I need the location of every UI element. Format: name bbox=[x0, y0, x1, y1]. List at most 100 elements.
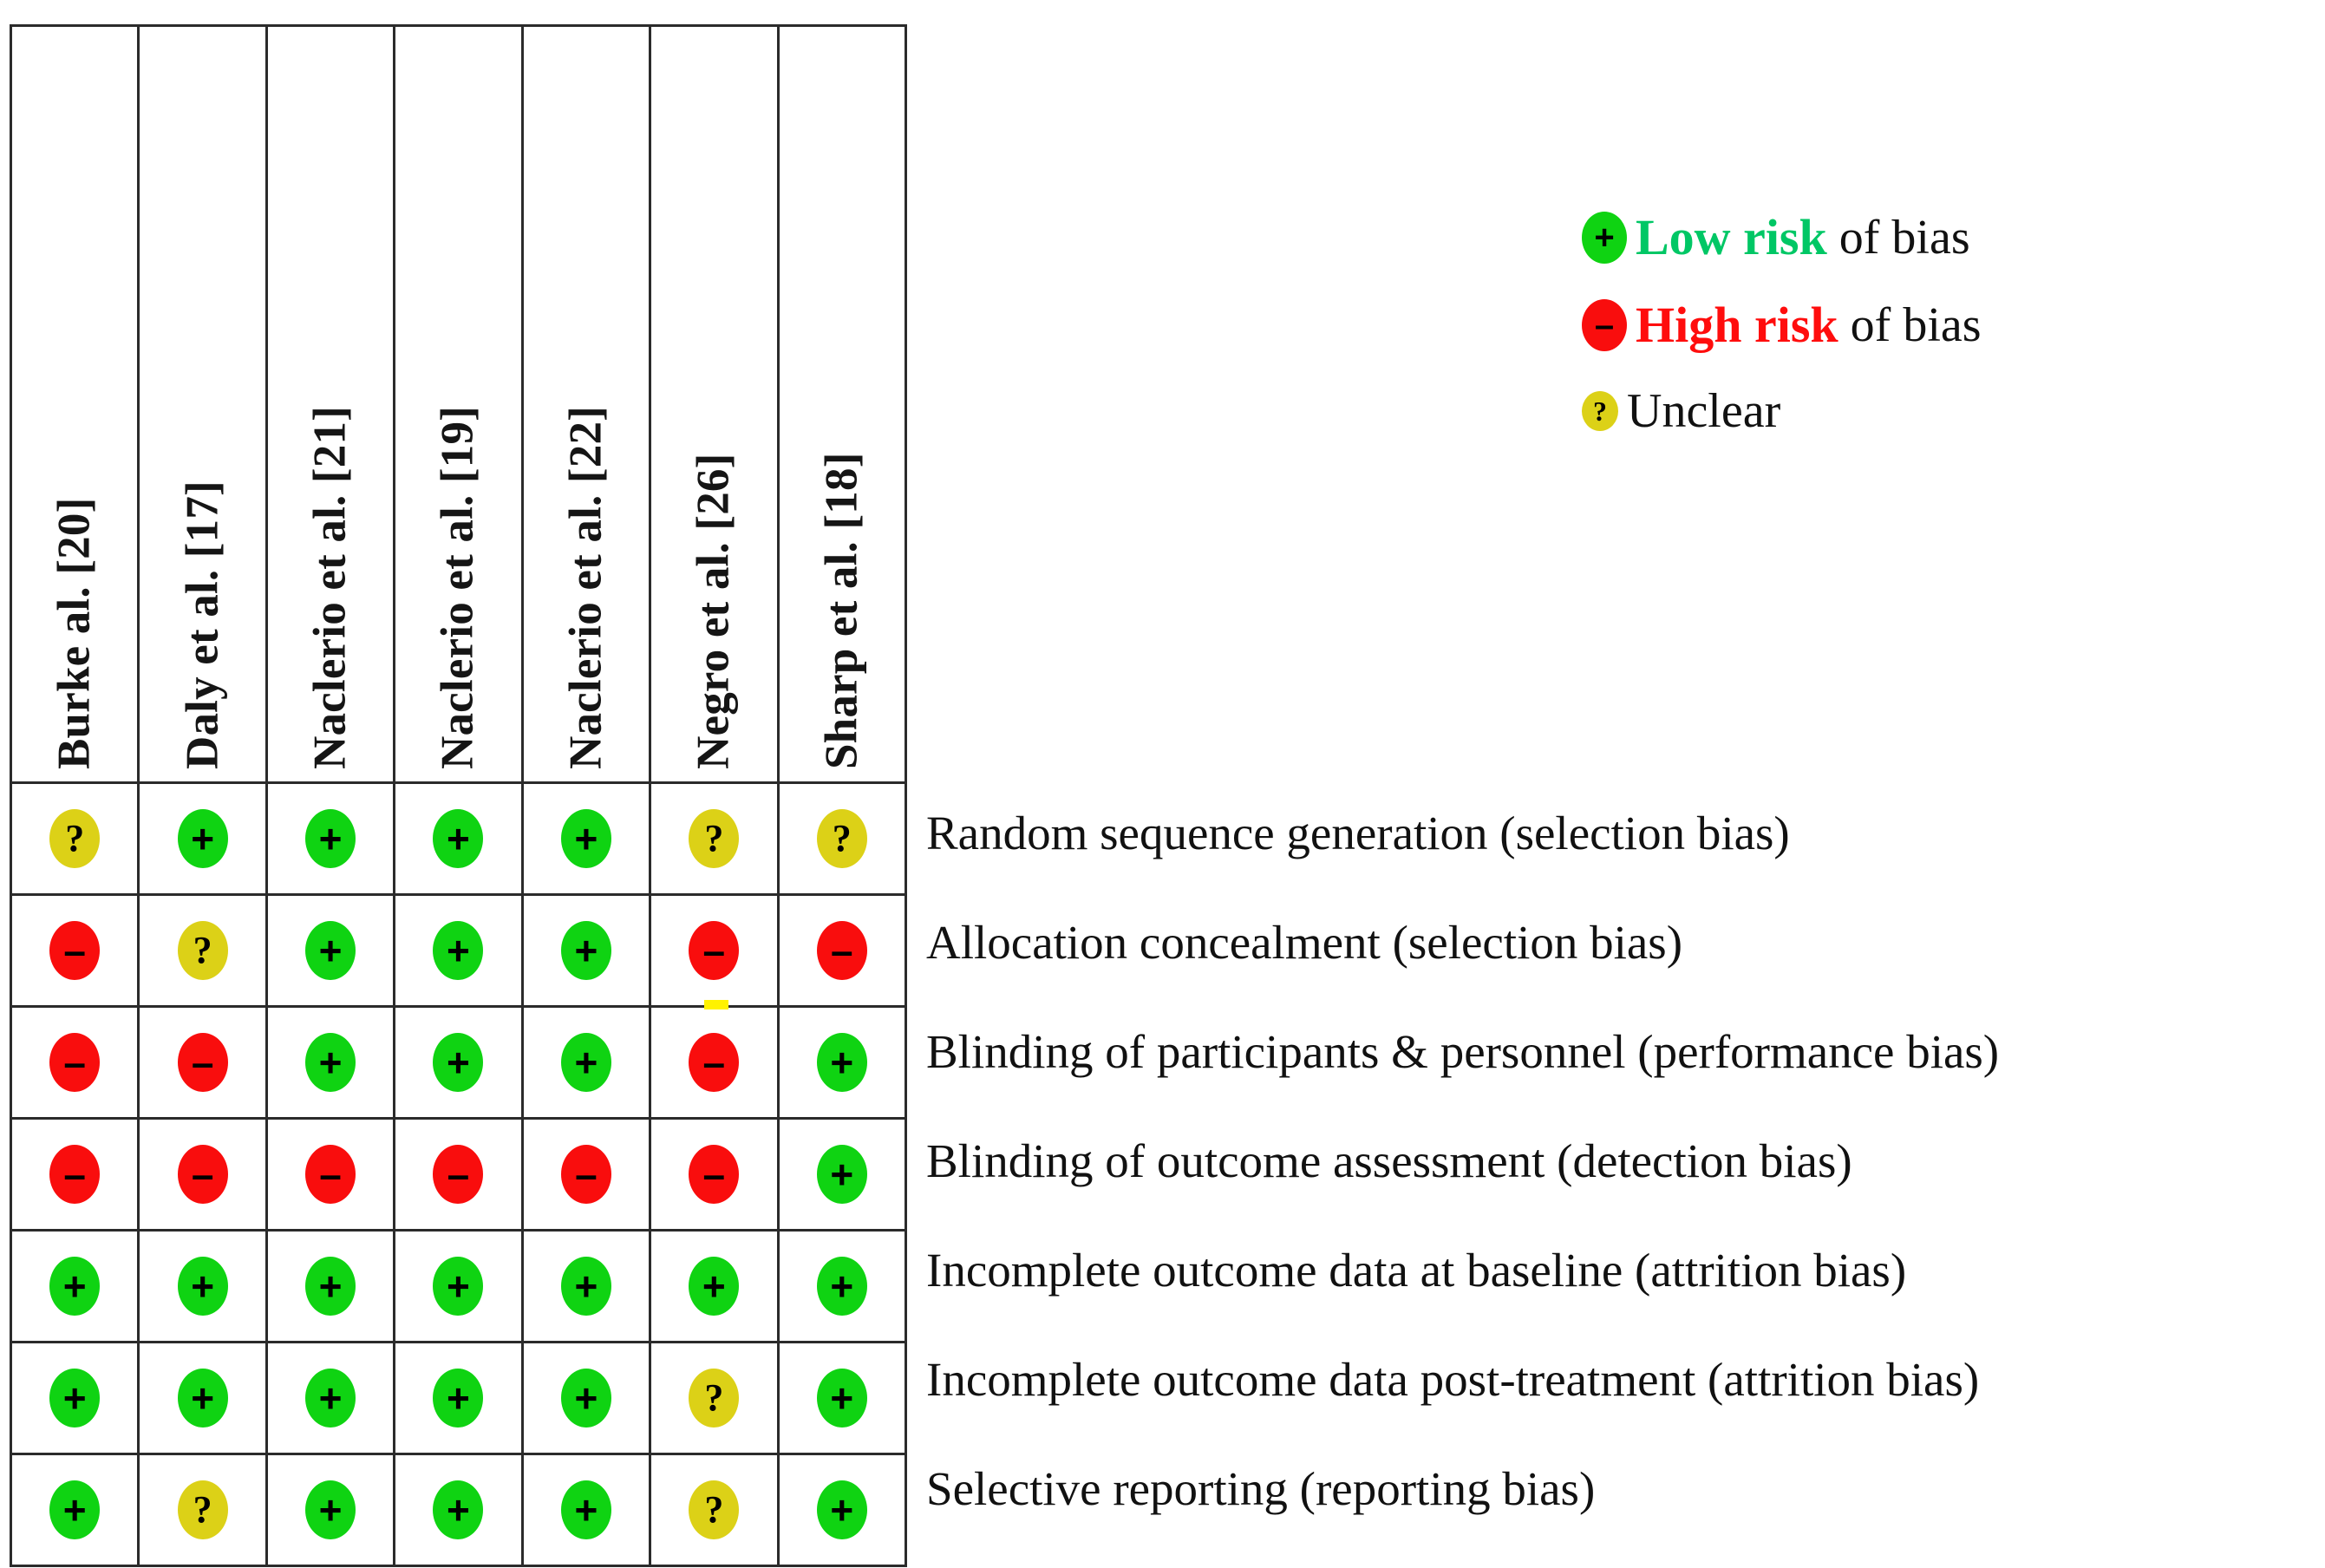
low-risk-icon: + bbox=[49, 1369, 101, 1428]
domain-label: Incomplete outcome data at baseline (att… bbox=[926, 1244, 1907, 1297]
domain-label: Allocation concealment (selection bias) bbox=[926, 916, 1683, 969]
domain-label: Blinding of participants & personnel (pe… bbox=[926, 1025, 2000, 1078]
study-header-cell: Daly et al. [17] bbox=[137, 24, 268, 784]
judgement-cell: + bbox=[520, 1341, 652, 1455]
table-row: –? + + + – – bbox=[9, 893, 908, 1008]
unclear-risk-icon: ? bbox=[177, 1480, 228, 1539]
domain-label: Random sequence generation (selection bi… bbox=[926, 807, 1790, 859]
judgement-cell: ? bbox=[649, 1453, 780, 1567]
study-label: Naclerio et al. [22] bbox=[560, 406, 611, 769]
plus-glyph: + bbox=[447, 1040, 470, 1085]
judgement-cell: + bbox=[265, 893, 396, 1008]
plus-glyph: + bbox=[62, 1375, 87, 1421]
low-risk-icon: + bbox=[305, 1369, 356, 1428]
unclear-risk-icon: ? bbox=[689, 1369, 740, 1428]
judgement-cell: + bbox=[649, 1229, 780, 1343]
high-risk-icon: – bbox=[177, 1145, 228, 1204]
judgement-cell: ? bbox=[137, 1453, 268, 1567]
minus-glyph: – bbox=[63, 1152, 86, 1197]
judgement-cell: + bbox=[776, 1005, 908, 1120]
low-risk-icon: + bbox=[433, 1480, 484, 1539]
study-label: Naclerio et al. [21] bbox=[304, 406, 356, 769]
minus-glyph: – bbox=[191, 1152, 214, 1197]
judgement-cell: + bbox=[393, 1005, 524, 1120]
low-risk-icon: + bbox=[177, 1369, 228, 1428]
judgement-cell: + bbox=[137, 1341, 268, 1455]
plus-glyph: + bbox=[574, 928, 598, 973]
plus-glyph: + bbox=[574, 1040, 598, 1085]
plus-glyph: + bbox=[447, 1264, 470, 1309]
judgement-cell: + bbox=[520, 893, 652, 1008]
minus-glyph: – bbox=[830, 928, 853, 973]
judgement-cell: + bbox=[265, 1341, 396, 1455]
legend-item-low-risk: + Low risk of bias bbox=[1582, 208, 2276, 266]
judgement-cell: + bbox=[265, 1229, 396, 1343]
judgement-cell: – bbox=[776, 893, 908, 1008]
minus-glyph: – bbox=[447, 1152, 470, 1197]
study-header-cell: Burke al. [20] bbox=[9, 24, 140, 784]
low-risk-icon: + bbox=[305, 1480, 356, 1539]
judgement-cell: ? bbox=[649, 781, 780, 896]
high-risk-icon: – bbox=[433, 1145, 484, 1204]
low-risk-icon: + bbox=[177, 1257, 228, 1316]
study-label: Sharp et al. [18] bbox=[816, 452, 867, 769]
legend-item-high-risk: – High risk of bias bbox=[1582, 296, 2276, 354]
study-label: Daly et al. [17] bbox=[177, 480, 228, 769]
judgement-cell: ? bbox=[776, 781, 908, 896]
domain-label: Blinding of outcome assessment (detectio… bbox=[926, 1134, 1852, 1187]
plus-glyph: + bbox=[830, 1264, 854, 1309]
high-risk-icon: – bbox=[689, 1145, 740, 1204]
question-glyph: ? bbox=[1593, 395, 1607, 427]
judgement-cell: + bbox=[137, 781, 268, 896]
low-risk-icon: + bbox=[177, 809, 228, 868]
judgement-cell: + bbox=[393, 1453, 524, 1567]
plus-glyph: + bbox=[318, 816, 343, 861]
judgement-cell: + bbox=[9, 1229, 140, 1343]
unclear-risk-icon: ? bbox=[177, 921, 228, 980]
low-risk-icon: + bbox=[816, 1480, 867, 1539]
high-risk-icon: – bbox=[49, 921, 101, 980]
judgement-cell: – bbox=[9, 1117, 140, 1232]
high-risk-icon: – bbox=[689, 1033, 740, 1092]
study-header-row: Burke al. [20] Daly et al. [17] Naclerio… bbox=[9, 24, 908, 784]
question-glyph: ? bbox=[704, 817, 724, 859]
minus-glyph: – bbox=[702, 928, 726, 973]
legend-text: of bias bbox=[1850, 297, 1982, 352]
legend: + Low risk of bias – High risk of bias ?… bbox=[1582, 208, 2276, 468]
judgement-cell: – bbox=[137, 1005, 268, 1120]
legend-item-unclear: ? Unclear bbox=[1582, 383, 2276, 439]
low-risk-icon: + bbox=[305, 1033, 356, 1092]
plus-glyph: + bbox=[830, 1152, 854, 1197]
plus-glyph: + bbox=[574, 1487, 598, 1532]
low-risk-icon: + bbox=[560, 1369, 611, 1428]
minus-glyph: – bbox=[63, 928, 86, 973]
high-risk-icon: – bbox=[49, 1033, 101, 1092]
low-risk-icon: + bbox=[816, 1145, 867, 1204]
unclear-risk-icon: ? bbox=[49, 809, 101, 868]
judgement-cell: + bbox=[776, 1229, 908, 1343]
plus-glyph: + bbox=[62, 1487, 87, 1532]
judgement-cell: + bbox=[520, 1229, 652, 1343]
table-header: Burke al. [20] Daly et al. [17] Naclerio… bbox=[9, 24, 908, 784]
low-risk-icon: + bbox=[816, 1257, 867, 1316]
question-glyph: ? bbox=[832, 817, 852, 859]
minus-glyph: – bbox=[63, 1040, 86, 1085]
high-risk-icon: – bbox=[177, 1033, 228, 1092]
plus-glyph: + bbox=[447, 928, 470, 973]
low-risk-icon: + bbox=[560, 1257, 611, 1316]
plus-glyph: + bbox=[318, 1487, 343, 1532]
judgement-cell: + bbox=[393, 893, 524, 1008]
low-risk-icon: + bbox=[560, 921, 611, 980]
high-risk-icon: – bbox=[1582, 298, 1627, 351]
judgement-cell: ? bbox=[9, 781, 140, 896]
plus-glyph: + bbox=[62, 1264, 87, 1309]
yellow-artifact-mark bbox=[704, 1000, 728, 1009]
table-row: ––––––+ bbox=[9, 1117, 908, 1232]
plus-glyph: + bbox=[574, 1264, 598, 1309]
minus-glyph: – bbox=[1594, 305, 1615, 344]
risk-of-bias-table: Burke al. [20] Daly et al. [17] Naclerio… bbox=[9, 24, 908, 1567]
plus-glyph: + bbox=[574, 1375, 598, 1421]
high-risk-icon: – bbox=[49, 1145, 101, 1204]
plus-glyph: + bbox=[574, 816, 598, 861]
